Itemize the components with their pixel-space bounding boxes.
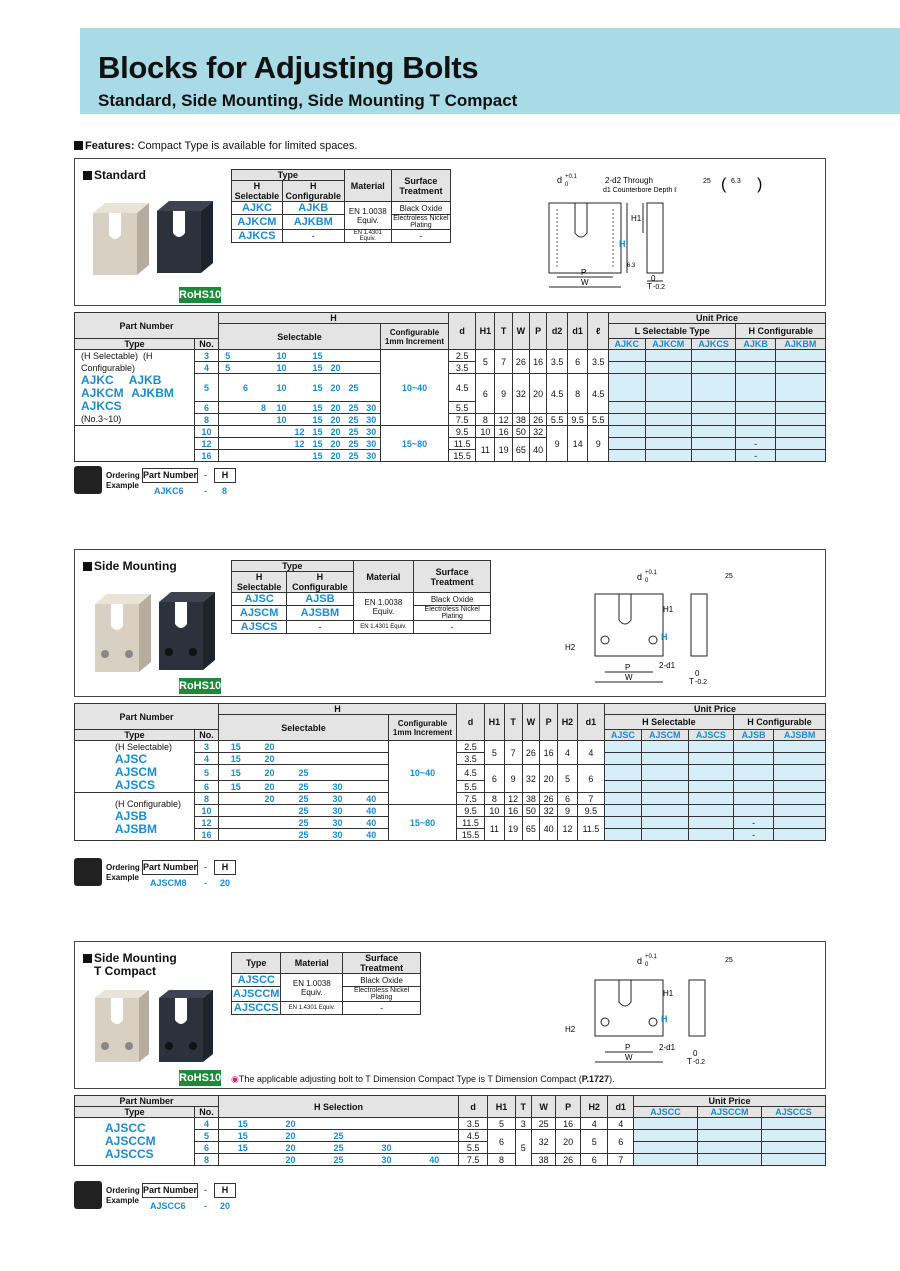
svg-text:2-d2 Through: 2-d2 Through <box>605 176 653 185</box>
svg-text:0: 0 <box>645 962 649 968</box>
order-part: AJKC6 <box>154 486 184 496</box>
svg-text:25: 25 <box>725 957 733 964</box>
svg-text:P: P <box>625 663 630 672</box>
table-row: (H Selectable) (H Configurable)AJKC AJKB… <box>74 349 827 426</box>
svg-text:H1: H1 <box>631 214 642 223</box>
svg-text:-0.2: -0.2 <box>693 1059 705 1066</box>
svg-text:d: d <box>637 956 642 966</box>
page-header: Blocks for Adjusting Bolts Standard, Sid… <box>80 28 900 114</box>
svg-text:T: T <box>647 282 652 291</box>
svg-text:H: H <box>661 1014 668 1024</box>
svg-text:H: H <box>661 632 668 642</box>
svg-text:2-d1: 2-d1 <box>659 1043 676 1052</box>
tcompact-drawing: d +0.1 0 H1 H H2 2-d1 P W 0 T -0.2 25 <box>565 954 733 1066</box>
svg-text:): ) <box>757 176 762 193</box>
svg-text:0: 0 <box>695 669 700 678</box>
svg-text:H1: H1 <box>663 989 674 998</box>
page-title: Blocks for Adjusting Bolts <box>98 50 479 85</box>
svg-text:P: P <box>581 268 586 277</box>
svg-text:d1 Counterbore Depth ℓ: d1 Counterbore Depth ℓ <box>603 187 677 194</box>
page-subtitle: Standard, Side Mounting, Side Mounting T… <box>98 91 518 110</box>
features-line: Features: Compact Type is available for … <box>74 140 358 152</box>
standard-drawing: d +0.1 0 2-d2 Through d1 Counterbore Dep… <box>548 174 762 291</box>
svg-text:d: d <box>557 175 562 185</box>
svg-text:d: d <box>637 572 642 582</box>
surface-header: Surface Treatment <box>390 169 452 202</box>
svg-text:(: ( <box>721 176 727 193</box>
svg-text:H2: H2 <box>565 643 576 652</box>
svg-text:W: W <box>625 1053 633 1062</box>
order-h: 8 <box>222 486 228 496</box>
standard-block-image <box>93 201 213 275</box>
svg-text:-0.2: -0.2 <box>695 679 707 686</box>
side-title: Side Mounting <box>83 560 177 573</box>
svg-text:25: 25 <box>725 573 733 580</box>
svg-text:P: P <box>625 1043 630 1052</box>
svg-text:H1: H1 <box>663 605 674 614</box>
svg-text:6.3: 6.3 <box>731 178 741 185</box>
tcompact-note: ◉The applicable adjusting bolt to T Dime… <box>231 1074 615 1084</box>
svg-text:H2: H2 <box>565 1025 576 1034</box>
material-header: Material <box>343 169 392 202</box>
features-label: Features: <box>85 140 135 152</box>
page-ref-link[interactable]: P.1727 <box>581 1074 610 1084</box>
svg-text:W: W <box>625 673 633 682</box>
svg-text:T: T <box>687 1057 692 1066</box>
info-icon: ◉ <box>231 1074 239 1084</box>
svg-text:0: 0 <box>693 1049 698 1058</box>
svg-text:6.3: 6.3 <box>627 263 636 269</box>
svg-text:0: 0 <box>651 274 656 283</box>
tcompact-block-image <box>95 990 213 1062</box>
ordering-icon <box>74 466 102 494</box>
svg-text:T: T <box>689 677 694 686</box>
svg-text:-0.2: -0.2 <box>653 284 665 291</box>
svg-text:0: 0 <box>565 182 569 188</box>
svg-text:+0.1: +0.1 <box>645 954 658 960</box>
svg-text:W: W <box>581 278 589 287</box>
svg-text:+0.1: +0.1 <box>565 174 578 180</box>
svg-text:+0.1: +0.1 <box>645 570 658 576</box>
svg-text:25: 25 <box>703 178 711 185</box>
features-text: Compact Type is available for limited sp… <box>134 140 358 152</box>
rohs-badge: RoHS10 <box>179 287 222 303</box>
svg-text:0: 0 <box>645 578 649 584</box>
side-block-image <box>95 592 215 672</box>
svg-text:H: H <box>619 239 626 249</box>
side-drawing: d +0.1 0 H1 H H2 2-d1 P W 0 T -0.2 25 <box>565 570 733 686</box>
standard-title: Standard <box>83 169 146 182</box>
svg-text:2-d1: 2-d1 <box>659 661 676 670</box>
